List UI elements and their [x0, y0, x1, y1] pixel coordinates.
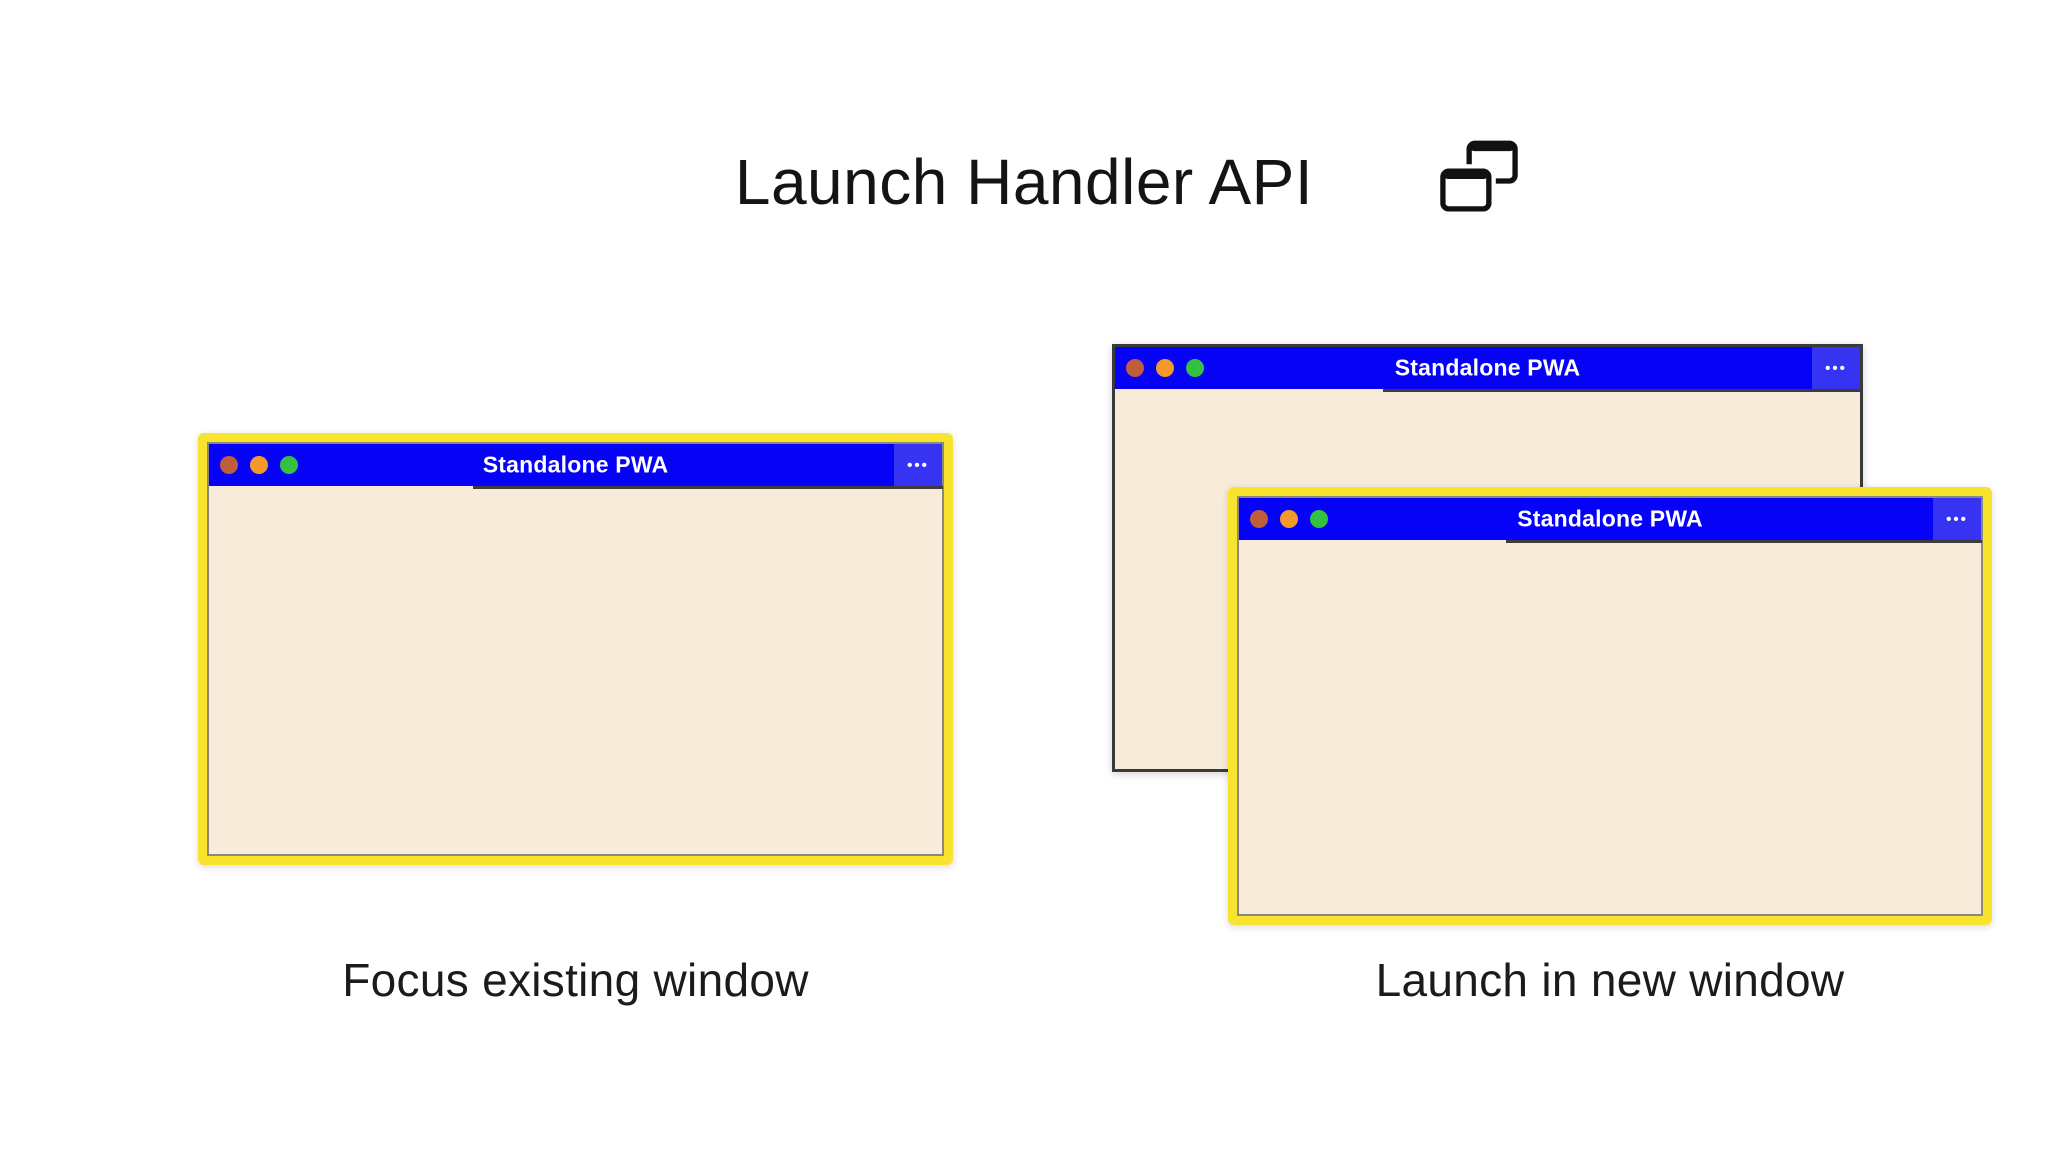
- close-dot[interactable]: [1126, 359, 1144, 377]
- menu-button[interactable]: •••: [1812, 347, 1860, 389]
- close-dot[interactable]: [1250, 510, 1268, 528]
- window-content: [209, 486, 942, 854]
- window-title: Standalone PWA: [1394, 354, 1581, 381]
- page-title: Launch Handler API: [734, 146, 1314, 218]
- maximize-dot[interactable]: [1310, 510, 1328, 528]
- pwa-window-left: Standalone PWA •••: [207, 442, 944, 856]
- minimize-dot[interactable]: [250, 456, 268, 474]
- pwa-window-front: Standalone PWA •••: [1237, 496, 1983, 916]
- close-dot[interactable]: [220, 456, 238, 474]
- minimize-dot[interactable]: [1156, 359, 1174, 377]
- titlebar[interactable]: Standalone PWA •••: [209, 444, 943, 489]
- traffic-lights: [220, 456, 298, 474]
- menu-button[interactable]: •••: [1933, 498, 1981, 540]
- window-content: [1239, 540, 1981, 914]
- traffic-lights: [1250, 510, 1328, 528]
- titlebar[interactable]: Standalone PWA •••: [1115, 347, 1861, 392]
- new-window-highlight: Standalone PWA •••: [1228, 487, 1992, 925]
- focused-window-highlight: Standalone PWA •••: [198, 433, 953, 865]
- window-title: Standalone PWA: [482, 451, 669, 478]
- overlapping-windows-icon: [1438, 140, 1518, 216]
- caption-launch-new: Launch in new window: [1375, 954, 1845, 1006]
- titlebar[interactable]: Standalone PWA •••: [1239, 498, 1982, 543]
- caption-focus-existing: Focus existing window: [342, 954, 809, 1006]
- traffic-lights: [1126, 359, 1204, 377]
- maximize-dot[interactable]: [1186, 359, 1204, 377]
- minimize-dot[interactable]: [1280, 510, 1298, 528]
- maximize-dot[interactable]: [280, 456, 298, 474]
- menu-button[interactable]: •••: [894, 444, 942, 486]
- window-title: Standalone PWA: [1517, 505, 1703, 532]
